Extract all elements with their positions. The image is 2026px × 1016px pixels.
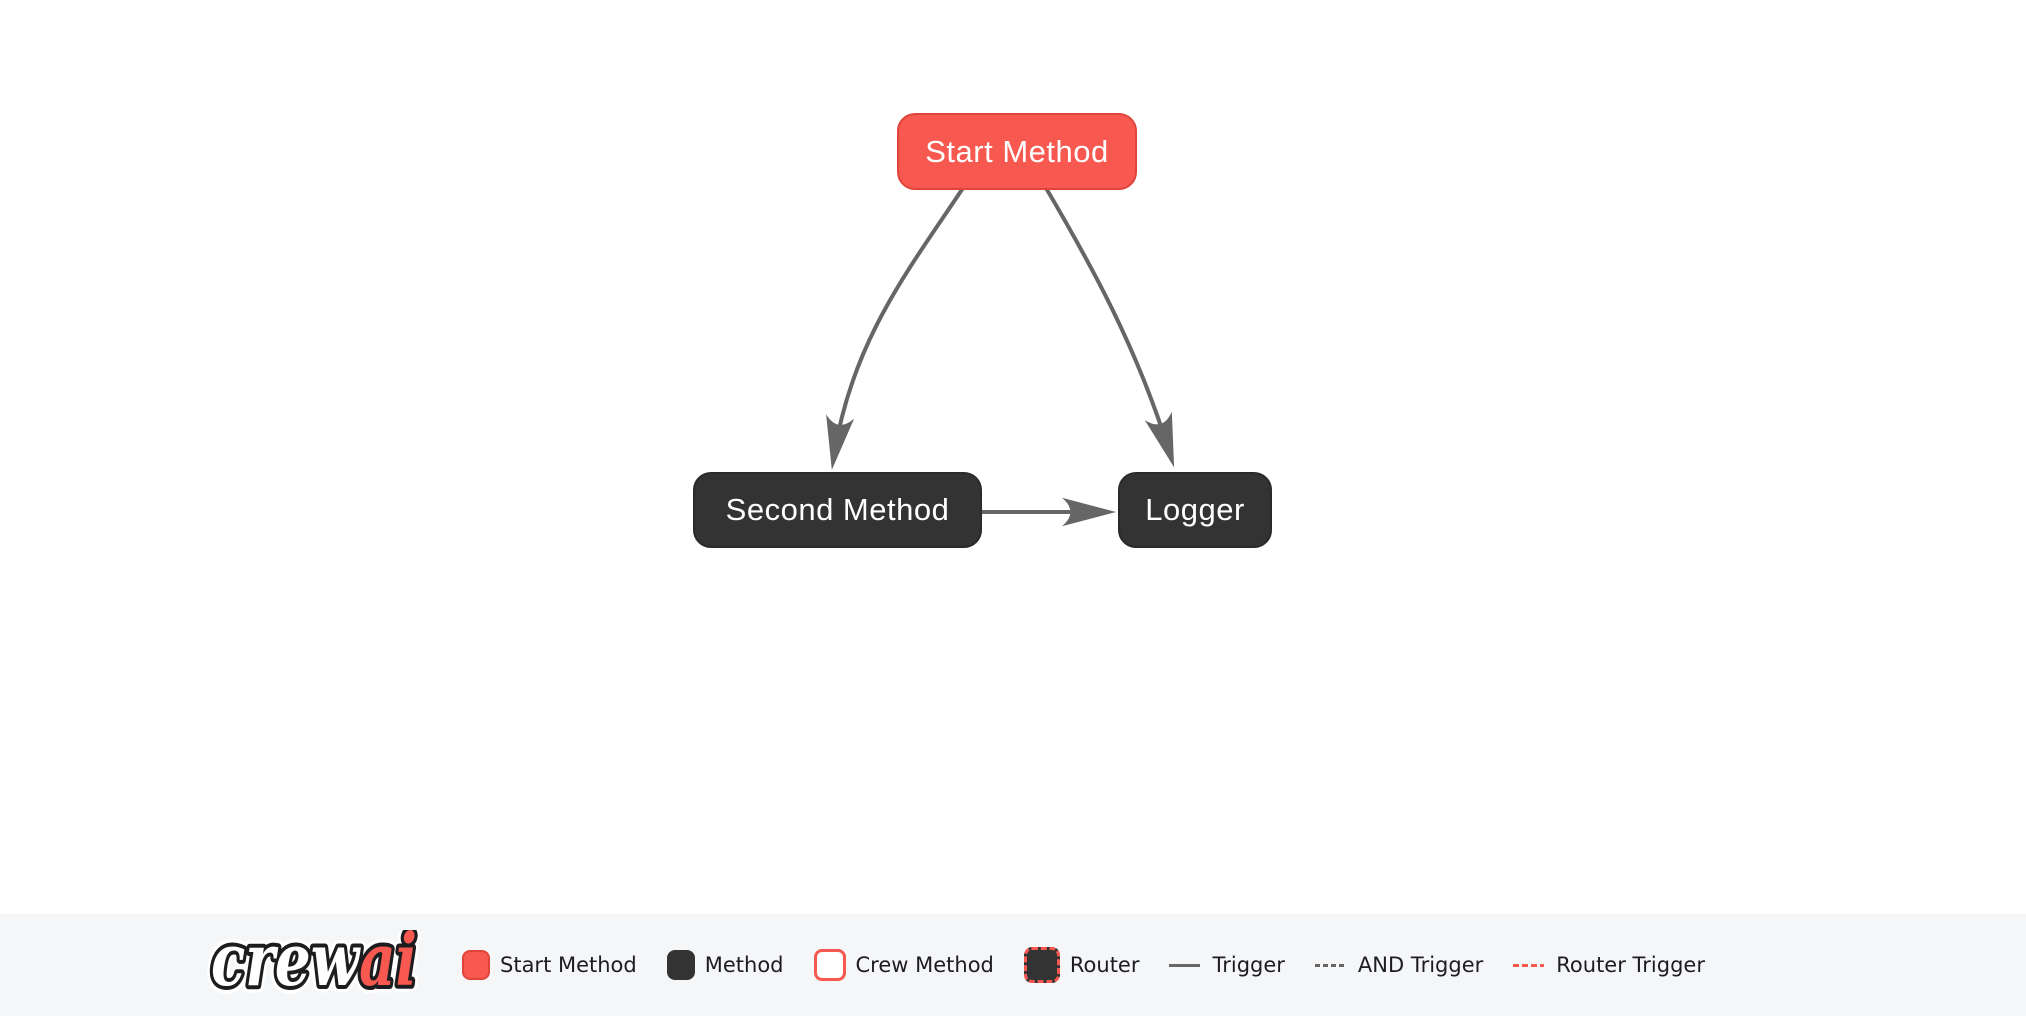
node-start-method[interactable]: Start Method [897,113,1137,190]
legend-swatch-trigger-line [1169,963,1201,967]
node-second-method[interactable]: Second Method [693,472,982,548]
legend-item-crew-method: Crew Method [813,949,994,981]
legend-swatch-method [666,950,695,980]
node-logger[interactable]: Logger [1118,472,1272,548]
legend-item-start-method: Start Method [462,950,637,980]
legend-swatch-start-method [462,950,490,980]
legend-swatch-and-trigger-line [1314,963,1346,967]
crewai-logo-text: crewai [211,930,417,1000]
edge-start-to-logger [1044,186,1175,468]
legend-label: Trigger [1212,953,1285,977]
legend-label: Start Method [500,953,637,977]
legend-label: Method [704,953,784,977]
legend-label: Crew Method [855,953,994,977]
crewai-logo-outline: crewai [211,930,417,1000]
legend-item-router: Router [1023,947,1140,983]
crewai-logo: crewai crewai [204,930,424,1000]
edge-start-to-second [826,186,965,470]
legend-label: Router Trigger [1556,953,1705,977]
legend-label: AND Trigger [1357,953,1484,977]
legend-swatch-crew-method [813,949,846,981]
legend-label: Router [1069,953,1140,977]
legend-item-method: Method [666,950,784,980]
legend-swatch-router [1023,947,1060,983]
legend-item-and-trigger: AND Trigger [1314,953,1484,977]
legend-swatch-router-trigger-line [1513,963,1545,967]
legend-item-router-trigger: Router Trigger [1513,953,1705,977]
legend-item-trigger: Trigger [1169,953,1285,977]
legend-bar: crewai crewai Start Method Method Crew M… [0,914,2026,1016]
